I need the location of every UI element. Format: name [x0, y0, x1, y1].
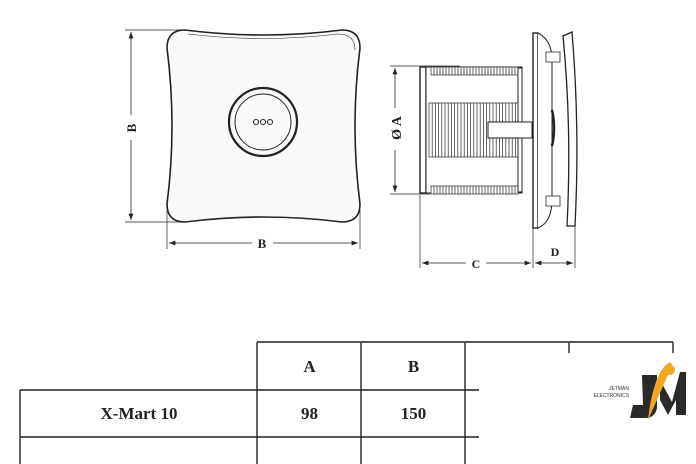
- value-b: 150: [400, 404, 427, 423]
- model-name: X-Mart 10: [100, 404, 178, 423]
- value-a: 98: [301, 404, 318, 423]
- table-grid: [19, 341, 674, 464]
- logo-line2: ELECTRONICS: [593, 393, 629, 399]
- side-view: [390, 31, 578, 268]
- jetman-logo: [630, 362, 686, 420]
- fin-band: [430, 185, 519, 195]
- logo-text: JETMAN ELECTRONICS: [585, 386, 629, 400]
- front-width-label: B: [258, 236, 267, 251]
- diameter-label: Ø A: [390, 115, 405, 140]
- header-b: B: [407, 356, 420, 376]
- fin-band: [430, 66, 519, 76]
- logo-line1: JETMAN: [609, 386, 629, 392]
- cover-label: D: [551, 245, 560, 259]
- front-view: [125, 29, 361, 249]
- header-a: A: [303, 356, 316, 376]
- depth-label: C: [472, 257, 481, 271]
- front-height-label: B: [124, 123, 139, 132]
